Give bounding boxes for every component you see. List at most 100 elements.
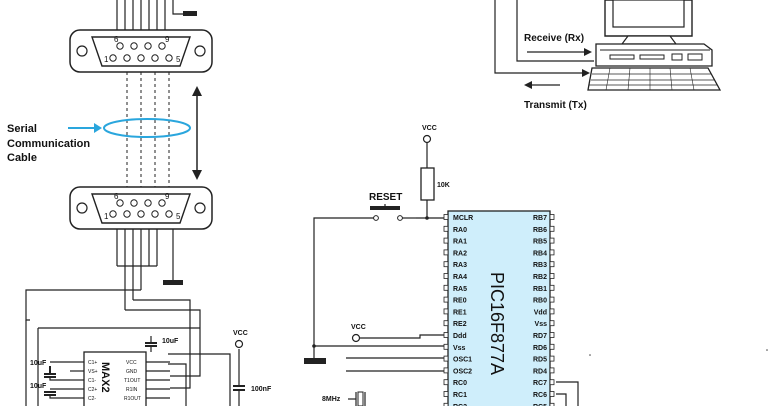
max-pin-right: T1OUT [124, 378, 140, 384]
cable-lines [126, 72, 170, 190]
computer-illustration: Receive (Rx) Transmit (Tx) [494, 0, 722, 111]
mcu-pin-stub [549, 249, 555, 256]
mcu-pin-label: RA4 [453, 274, 467, 281]
mcu-pin-stub [443, 249, 449, 256]
serial-label-line3: Cable [7, 152, 37, 164]
pin-label-9: 9 [165, 192, 170, 201]
mcu-pin-stub [443, 308, 449, 315]
serial-arrow-icon [68, 123, 102, 133]
db9-connector-bottom: 1 5 6 9 [69, 186, 213, 310]
pin-label-1: 1 [104, 55, 109, 64]
max-pin-left: C1+ [88, 360, 97, 366]
mcu-pin-label: RA0 [453, 227, 467, 234]
mcu-pin-stub [443, 355, 449, 362]
mcu-pin-label: RD5 [533, 357, 547, 364]
mcu-pin-label: RB0 [533, 298, 547, 305]
transmit-label: Transmit (Tx) [524, 100, 587, 111]
mcu-pin-label: RC1 [453, 392, 467, 399]
cable-ring [103, 118, 191, 138]
mcu-pin-label: RA2 [453, 250, 467, 257]
mcu-pin-stub [443, 214, 449, 220]
mcu-pin-label: OSC2 [453, 368, 472, 375]
pic-microcontroller: PIC16F877A [447, 210, 551, 406]
mcu-pin-label: RE2 [453, 321, 467, 328]
mcu-pin-stub [443, 367, 449, 374]
mcu-pin-stub [443, 320, 449, 327]
mcu-pin-stub [443, 284, 449, 291]
mcu-pin-label: RB2 [533, 274, 547, 281]
max-pin-right: VCC [126, 360, 137, 366]
vcc-label: VCC [233, 330, 248, 337]
mcu-pin-label: RB6 [533, 227, 547, 234]
mcu-pin-stub [443, 332, 449, 338]
mcu-pin-label: Vdd [534, 309, 547, 316]
reset-circuit: VCC 10K RESET VCC 8MHz [304, 125, 450, 406]
max-pin-right: R1OUT [124, 396, 141, 402]
mcu-pin-label: RC2 [453, 404, 467, 406]
cap-label-1: 10uF [30, 360, 47, 367]
stray-dot [589, 354, 591, 356]
mcu-pin-stub [549, 391, 555, 397]
mcu-name: PIC16F877A [487, 272, 507, 375]
mcu-pin-stub [443, 296, 449, 303]
mcu-pin-label: RD6 [533, 345, 547, 352]
mcu-pin-label: RE0 [453, 298, 467, 305]
mcu-pin-stub [443, 261, 449, 268]
resistor-label: 10K [437, 182, 450, 189]
mcu-pin-stub [549, 237, 555, 244]
cap-label-4: 100nF [251, 386, 272, 393]
mcu-pin-label: RC0 [453, 380, 467, 387]
mcu-pin-label: Vss [453, 345, 466, 352]
max-wiring [25, 289, 245, 406]
mcu-pin-label: RA3 [453, 262, 467, 269]
mcu-pin-stub [549, 214, 555, 220]
mcu-pin-stub [443, 273, 449, 279]
mcu-pin-stub [549, 261, 555, 268]
pin-label-6: 6 [114, 35, 119, 44]
rc-wiring [556, 381, 579, 406]
reset-label: RESET [369, 192, 402, 203]
mcu-pin-stub [549, 367, 555, 374]
max-pin-right: R1IN [126, 387, 138, 393]
mcu-pin-label: RE1 [453, 309, 467, 316]
db9-connector-top: 1 5 6 9 [69, 0, 213, 73]
mcu-pin-stub [549, 296, 555, 303]
mcu-pin-stub [443, 379, 449, 386]
mcu-pin-stub [549, 225, 555, 232]
mcu-pin-stub [549, 320, 555, 327]
mcu-pin-stub [549, 343, 555, 350]
mcu-pin-stub [443, 237, 449, 244]
mcu-pin-label: Ddd [453, 333, 467, 340]
max-pin-left: C1- [88, 378, 96, 384]
pin-label-9: 9 [165, 35, 170, 44]
max232-chip: MAX2 C1+ VS+ C1- C2+ C2- VCC GND T1OUT R… [70, 351, 170, 406]
crystal-label: 8MHz [322, 396, 341, 403]
mcu-pin-label: Vss [535, 321, 548, 328]
receive-label: Receive (Rx) [524, 33, 584, 44]
mcu-pin-label: MCLR [453, 215, 473, 222]
mcu-pin-stub [549, 379, 555, 386]
mcu-pin-label: RC6 [533, 392, 547, 399]
mcu-pin-label: RC7 [533, 380, 547, 387]
double-arrow-icon [192, 86, 202, 180]
max-capacitors: 10uF 10uF 10uF 100nF [30, 336, 272, 399]
mcu-pins: MCLRRA0RA1RA2RA3RA4RA5RE0RE1RE2DddVssOSC… [443, 214, 555, 406]
mcu-pin-label: RA5 [453, 286, 467, 293]
mcu-pin-label: RB4 [533, 250, 547, 257]
mcu-pin-stub [549, 355, 555, 362]
max-pin-left: C2+ [88, 387, 97, 393]
pin-label-5: 5 [176, 55, 181, 64]
mcu-pin-label: RB7 [533, 215, 547, 222]
mcu-pin-label: OSC1 [453, 357, 472, 364]
vcc-label-mid: VCC [351, 324, 366, 331]
mcu-pin-label: RC5 [533, 404, 547, 406]
pin-label-1: 1 [104, 212, 109, 221]
vcc-label-top: VCC [422, 125, 437, 132]
mcu-pin-stub [549, 273, 555, 279]
vcc-symbol-max: VCC [233, 330, 248, 349]
mcu-pin-stub [443, 343, 449, 350]
mcu-pin-stub [549, 308, 555, 315]
pin-label-5: 5 [176, 212, 181, 221]
serial-label-line2: Communication [7, 138, 90, 150]
